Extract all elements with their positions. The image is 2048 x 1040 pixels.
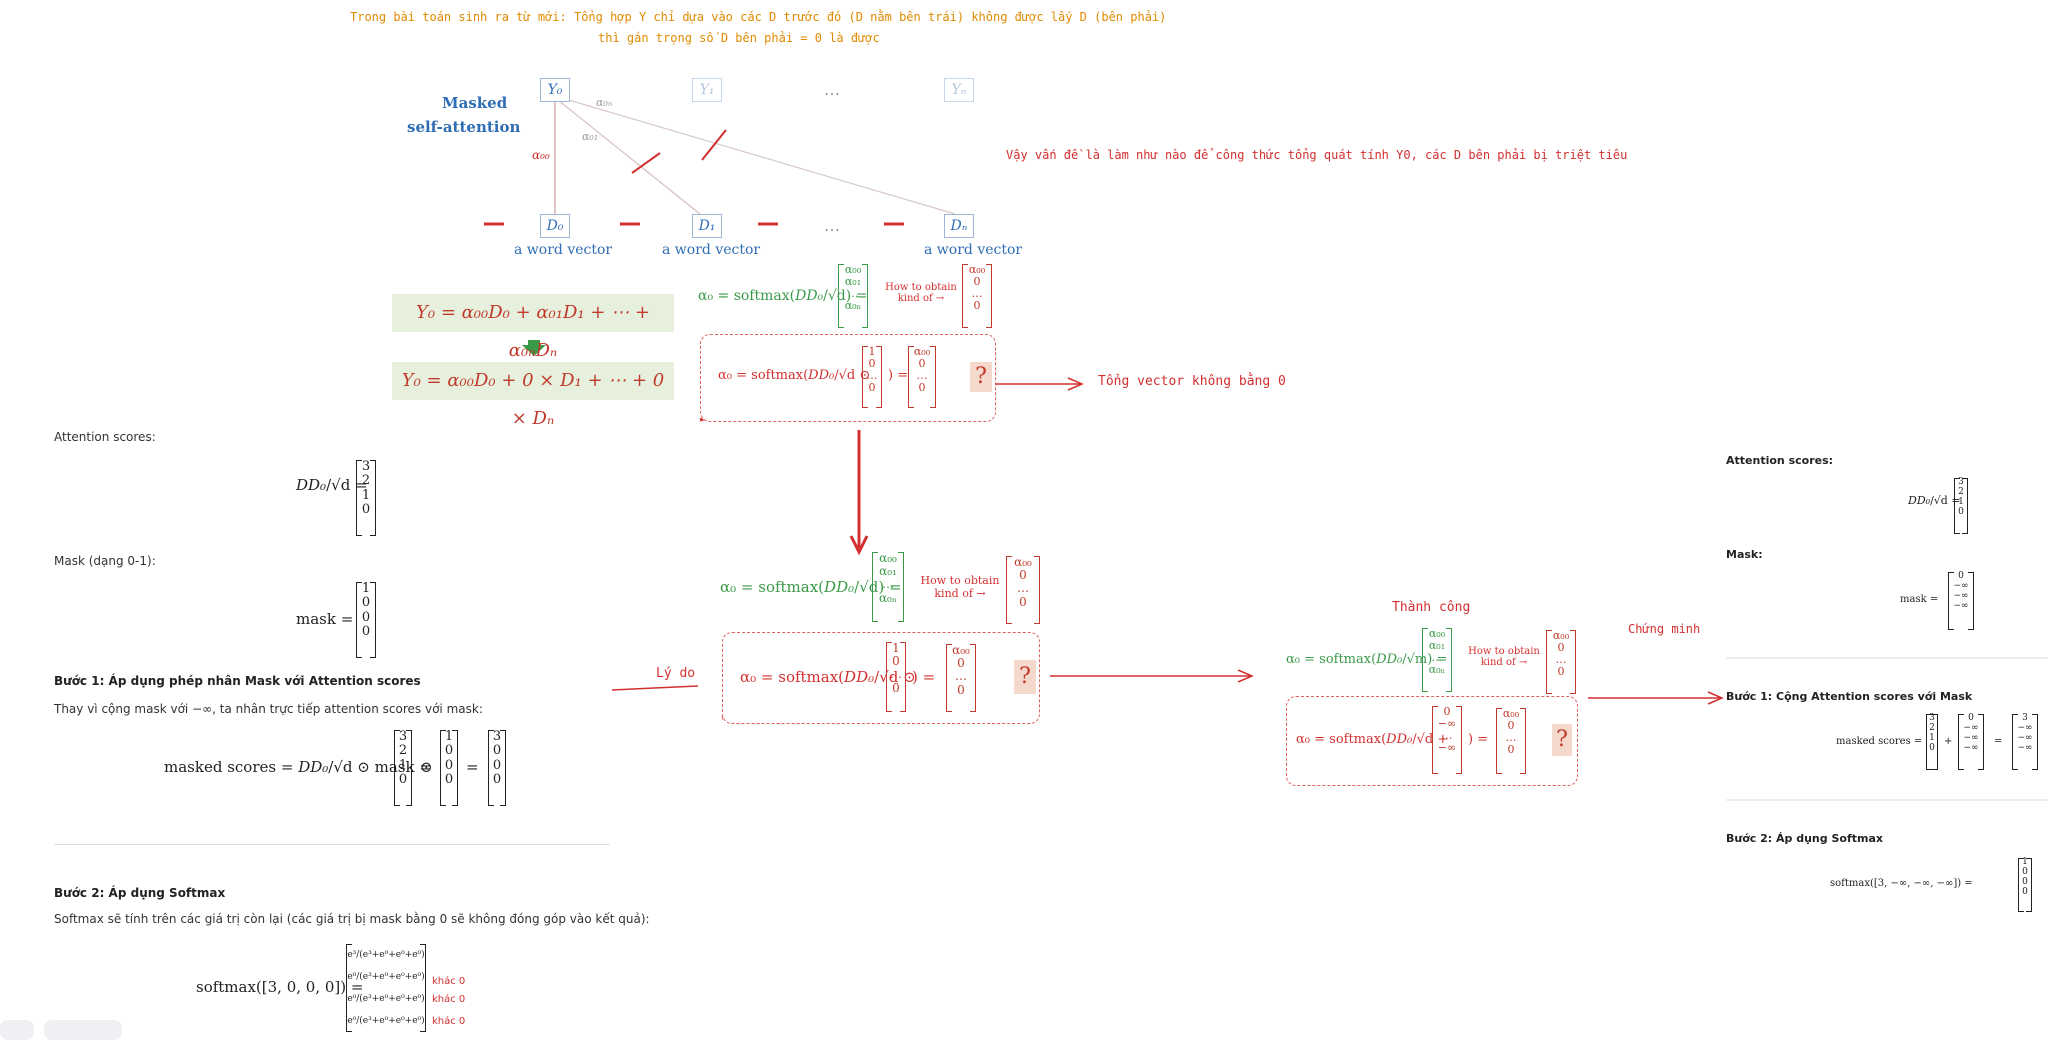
edge-alpha0n [561,97,956,215]
odot-sign: ⊙ [420,758,433,776]
how-to-obtain-3: How to obtain kind of → [1468,646,1540,668]
khac0-3: khác 0 [432,1016,466,1027]
right-masked-scores: masked scores = [1836,736,1923,747]
label-alpha00: α₀₀ [532,148,550,162]
y0-general-equation: Y₀ = α₀₀D₀ + α₀₁D₁ + ⋯ + α₀ₙDₙ [392,294,674,361]
node-dn: Dₙ [944,214,974,238]
masked-title-1: Masked [442,94,508,112]
node-y0: Y₀ [540,78,570,102]
right-mask-vector: 0−∞ −∞−∞ [1948,571,1974,630]
right-step1-title: Bước 1: Cộng Attention scores với Mask [1726,690,1973,703]
right-softmax-input: softmax([3, −∞, −∞, −∞]) = [1830,878,1973,889]
top-note-line1: Trong bài toán sinh ra từ mới: Tổng hợp … [350,10,1167,24]
right-scores-frac: DD₀/√d = [1908,494,1961,507]
bottom-chip-1[interactable] [0,1020,34,1040]
right-step1-result: 3−∞ −∞−∞ [2012,713,2038,770]
plus-sign-right: + [1944,736,1953,747]
chung-minh-label: Chứng minh [1628,622,1701,636]
wrong-softmax-1: α₀ = softmax(DD₀/√d ⊙ [718,368,871,383]
how-to-obtain-2: How to obtain kind of → [920,574,1000,600]
y0-masked-equation: Y₀ = α₀₀D₀ + 0 × D₁ + ⋯ + 0 × Dₙ [392,362,674,429]
question-mark-1: ? [970,362,992,392]
edge-alpha01 [557,99,701,215]
wrong-softmax-2: α₀ = softmax(DD₀/√d ⊙ [740,668,916,686]
label-alpha0n: α₀ₙ [596,96,613,109]
thanh-cong-label: Thành công [1392,600,1471,615]
cut-mark-2 [701,129,727,161]
right-attention-scores-label: Attention scores: [1726,454,1834,467]
alpha-softmax-label-2: α₀ = softmax(DD₀/√d) = [720,578,902,596]
left-softmax-input: softmax([3, 0, 0, 0]) = [196,978,364,996]
eq-sign-right: = [1994,736,2003,747]
how-to-obtain-1: How to obtain kind of → [885,282,957,304]
node-ellipsis: … [824,80,840,99]
ly-do-label: Lý do [656,666,696,681]
wrong-attempt-box-2 [722,632,1040,724]
left-scores-frac: DD₀/√d = [296,476,368,494]
node-d0: D₀ [540,214,570,238]
node-d-ellipsis: … [824,216,840,235]
wrong-attempt-box-1 [700,334,996,422]
right-mask-label: Mask: [1726,548,1763,561]
left-divider [54,844,610,845]
right-step1-mask: 0−∞ −∞−∞ [1958,713,1984,770]
left-step2-title: Bước 2: Áp dụng Softmax [54,886,226,900]
left-mask-label: Mask (dạng 0-1): [54,554,156,568]
khac0-1: khác 0 [432,976,466,987]
left-masked-scores: masked scores = DD₀/√d ⊙ mask = [164,758,432,776]
question-mark-2: ? [1014,660,1036,694]
right-step2-title: Bước 2: Áp dụng Softmax [1726,832,1883,845]
eq-sign-3: ) = [1468,732,1489,747]
question-mark-3: ? [1552,724,1572,756]
left-step1-title: Bước 1: Áp dụng phép nhân Mask với Atten… [54,674,421,688]
word-vector-label-n: a word vector [924,242,1023,258]
mask-inf-vector: 0−∞ …−∞ [1432,705,1462,774]
left-mask-word: mask = [296,610,354,628]
tong-vector-note: Tổng vector không bằng 0 [1098,374,1286,389]
right-mask-word: mask = [1900,594,1939,605]
label-alpha01: α₀₁ [582,130,599,143]
cut-mark-1 [631,152,661,174]
top-note-line2: thì gán trọng số D bên phải = 0 là được [598,31,880,45]
word-vector-label-0: a word vector [514,242,613,258]
node-yn: Yₙ [944,78,974,102]
bottom-chip-2[interactable] [44,1020,122,1040]
alpha-softmax-label-1: α₀ = softmax(DD₀/√d) = [698,288,868,304]
word-vector-label-1: a word vector [662,242,761,258]
eq-sign-left: = [466,758,479,776]
right-note: Vậy vấn đề là làm như nào để công thức t… [1006,148,1628,162]
node-d1: D₁ [692,214,722,238]
eq-sign-2: ) = [912,668,936,686]
left-attention-scores-label: Attention scores: [54,430,156,444]
eq-sign-1: ) = [888,368,909,383]
masked-title-2: self-attention [407,118,521,136]
success-softmax: α₀ = softmax(DD₀/√d + [1296,732,1449,747]
left-step2-text: Softmax sẽ tính trên các giá trị còn lại… [54,912,650,926]
khac0-2: khác 0 [432,994,466,1005]
left-step1-text: Thay vì cộng mask với −∞, ta nhân trực t… [54,702,483,716]
down-arrow-green [522,340,546,356]
left-softmax-result: e³/(e³+e⁰+e⁰+e⁰) e⁰/(e³+e⁰+e⁰+e⁰) e⁰/(e³… [346,944,426,1032]
node-y1: Y₁ [692,78,722,102]
